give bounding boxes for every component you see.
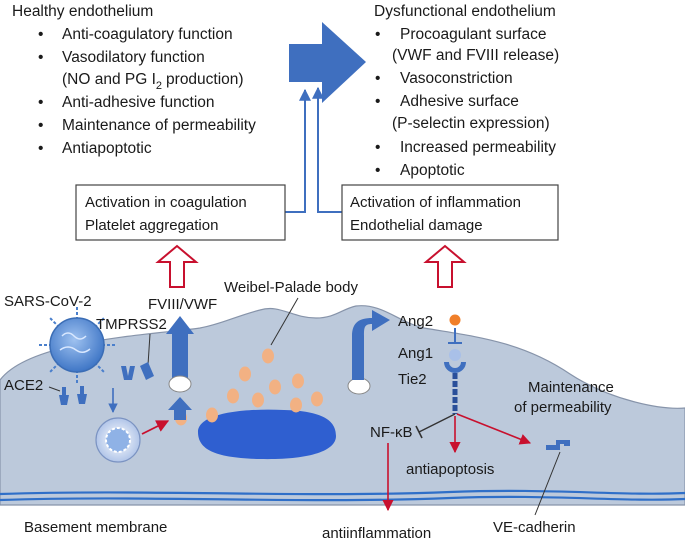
inflammation-box-line-1: Activation of inflammation: [350, 194, 521, 211]
healthy-item-3-main: (NO and PG I: [62, 71, 156, 88]
dys-bullet-4: •: [375, 93, 380, 110]
healthy-bullet-2: •: [38, 49, 43, 66]
hollow-arrow-left: [155, 244, 199, 288]
weibel-palade-leader: [270, 297, 299, 346]
hollow-arrow-right: [423, 244, 467, 288]
maintenance-label-1: Maintenance: [528, 379, 614, 396]
healthy-item-4: Anti-adhesive function: [62, 94, 215, 111]
dysfunctional-list: • Procoagulant surface (VWF and FVIII re…: [375, 26, 559, 179]
dys-item-3: Vasoconstriction: [400, 70, 513, 87]
permeability-arrow: [456, 413, 532, 445]
healthy-item-6: Antiapoptotic: [62, 140, 152, 157]
healthy-item-3-suffix: production): [166, 71, 244, 88]
tie2-receptor-cup: [444, 362, 466, 373]
healthy-bullet-1: •: [38, 26, 43, 43]
nucleus: [198, 409, 336, 460]
tie2-inhibits-nfkb: [418, 413, 456, 433]
granule: [206, 407, 218, 423]
healthy-item-3: (NO and PG I2 production): [62, 71, 244, 92]
healthy-item-1: Anti-coagulatory function: [62, 26, 233, 43]
receptor-v-icon: [121, 366, 135, 380]
dys-bullet-1: •: [375, 26, 380, 43]
exocytosis-vesicle: [168, 375, 192, 393]
coagulation-box: [75, 184, 286, 241]
healthy-item-2: Vasodilatory function: [62, 49, 205, 66]
ang2-exocytosis-vesicle: [347, 377, 371, 395]
sars-cov-2-virus: [37, 305, 117, 385]
inflammation-box: [341, 184, 559, 241]
dys-item-4: Adhesive surface: [400, 93, 519, 110]
up-arrow-left: [285, 88, 311, 213]
granule: [262, 348, 274, 364]
tmprss2-leader: [147, 333, 151, 366]
dys-bullet-3: •: [375, 70, 380, 87]
ang1-ligand: [449, 349, 461, 361]
dys-bullet-7: •: [375, 162, 380, 179]
ace2-receptors: [59, 386, 87, 405]
ang2-label: Ang2: [398, 313, 433, 330]
transition-arrow: [289, 22, 366, 103]
ve-cadherin-leader: [534, 451, 561, 516]
nfkb-inhibition-bar: [415, 425, 423, 439]
maintenance-label-2: of permeability: [514, 399, 612, 416]
basement-membrane-label: Basement membrane: [24, 519, 167, 536]
ang2-ligand: [449, 314, 461, 326]
granule: [252, 392, 264, 408]
weibel-palade-label: Weibel-Palade body: [224, 279, 358, 296]
granule: [292, 373, 304, 389]
granule: [227, 388, 239, 404]
granule: [311, 391, 323, 407]
dys-item-7: Apoptotic: [400, 162, 465, 179]
basement-membrane-line-2: [0, 495, 685, 502]
tmprss2-label: TMPRSS2: [96, 316, 167, 333]
fviii-vwf-label: FVIII/VWF: [148, 296, 217, 313]
dys-item-2: (VWF and FVIII release): [392, 47, 559, 64]
antiinflammation-label: antiinflammation: [322, 525, 431, 542]
granule: [290, 397, 302, 413]
granule-fusion-arrow: [168, 397, 192, 420]
healthy-item-3-sub: 2: [156, 80, 162, 92]
vwf-release-arrow: [166, 316, 194, 380]
ace2-label: ACE2: [4, 377, 43, 394]
healthy-bullet-5: •: [38, 117, 43, 134]
dys-item-6: Increased permeability: [400, 139, 556, 156]
ace2-leader: [48, 386, 61, 392]
healthy-bullet-4: •: [38, 94, 43, 111]
up-arrow-right: [312, 86, 342, 213]
coagulation-box-line-1: Activation in coagulation: [85, 194, 247, 211]
antiapoptosis-label: antiapoptosis: [406, 461, 494, 478]
dysfunctional-title: Dysfunctional endothelium: [374, 3, 556, 20]
inflammation-box-line-2: Endothelial damage: [350, 217, 483, 234]
tie2-label: Tie2: [398, 371, 427, 388]
ve-cadherin-label: VE-cadherin: [493, 519, 576, 536]
dys-item-5: (P-selectin expression): [392, 115, 550, 132]
ang1-label: Ang1: [398, 345, 433, 362]
nfkb-label: NF-κB: [370, 424, 413, 441]
ve-cadherin-junction: [546, 440, 570, 450]
endosome-vesicle: [95, 417, 141, 463]
dys-bullet-6: •: [375, 139, 380, 156]
sars-cov-2-label: SARS-CoV-2: [4, 293, 92, 310]
ang2-release-arrow: [352, 310, 390, 380]
dys-item-1: Procoagulant surface: [400, 26, 546, 43]
basement-membrane-line-1: [0, 489, 685, 496]
healthy-bullet-6: •: [38, 140, 43, 157]
healthy-list: • Anti-coagulatory function • Vasodilato…: [38, 26, 256, 157]
endosome-to-granule-arrow: [141, 420, 170, 435]
granule: [269, 379, 281, 395]
tmprss2-protein: [140, 362, 154, 380]
healthy-title: Healthy endothelium: [12, 3, 153, 20]
granule: [239, 366, 251, 382]
coagulation-box-line-2: Platelet aggregation: [85, 217, 218, 234]
healthy-item-5: Maintenance of permeability: [62, 117, 256, 134]
